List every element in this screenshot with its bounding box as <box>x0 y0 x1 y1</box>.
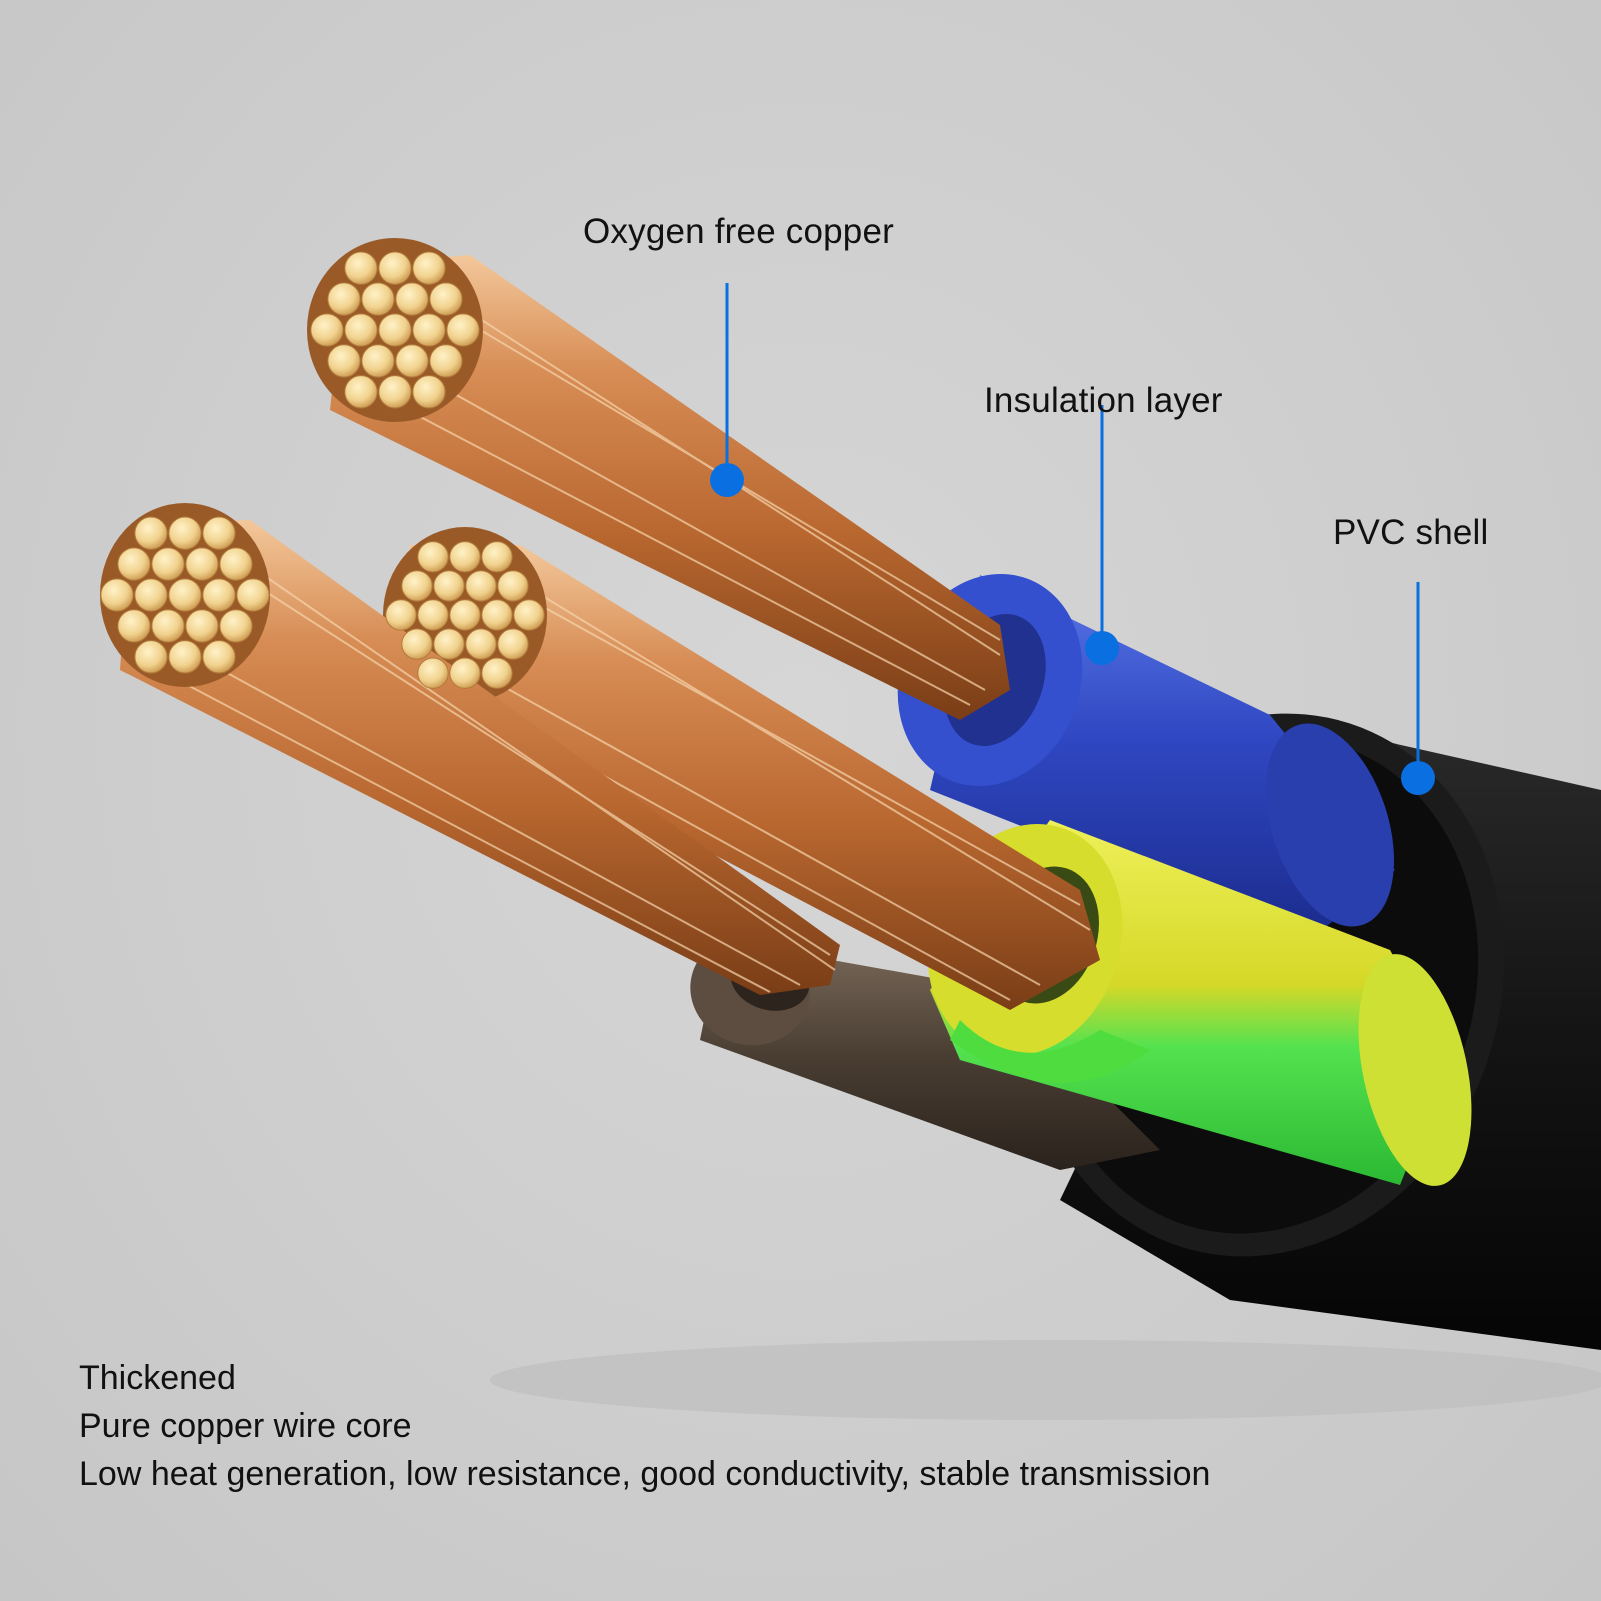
strand-end <box>417 599 449 631</box>
strand-end <box>429 282 463 316</box>
strand-end <box>100 578 134 612</box>
strand-end <box>168 516 202 550</box>
strand-end <box>513 599 545 631</box>
strand-ends-left <box>100 516 270 674</box>
strand-end <box>429 344 463 378</box>
strand-end <box>310 313 344 347</box>
callout-insulation-layer <box>1085 405 1119 665</box>
strand-end <box>202 578 236 612</box>
strand-end <box>481 657 513 689</box>
strand-end <box>327 344 361 378</box>
strand-end <box>433 628 465 660</box>
strand-ends-top <box>310 251 480 409</box>
strand-end <box>417 657 449 689</box>
callout-oxygen-free-copper <box>710 283 744 497</box>
strand-end <box>344 375 378 409</box>
strand-end <box>134 516 168 550</box>
strand-end <box>185 609 219 643</box>
strand-end <box>344 251 378 285</box>
caption-line-2: Pure copper wire core <box>79 1407 412 1445</box>
label-pvc-shell: PVC shell <box>1333 513 1489 552</box>
strand-end <box>185 547 219 581</box>
strand-end <box>202 640 236 674</box>
strand-end <box>449 599 481 631</box>
strand-end <box>236 578 270 612</box>
feature-caption: Thickened Pure copper wire core Low heat… <box>79 1354 1529 1498</box>
strand-end <box>151 609 185 643</box>
strand-end <box>412 251 446 285</box>
strand-end <box>168 640 202 674</box>
strand-end <box>481 599 513 631</box>
strand-end <box>151 547 185 581</box>
strand-end <box>344 313 378 347</box>
strand-ends-middle <box>385 541 545 689</box>
strand-end <box>219 547 253 581</box>
strand-end <box>219 609 253 643</box>
strand-end <box>412 375 446 409</box>
strand-end <box>417 541 449 573</box>
strand-end <box>497 628 529 660</box>
strand-end <box>385 599 417 631</box>
strand-end <box>465 570 497 602</box>
caption-line-3: Low heat generation, low resistance, goo… <box>79 1455 1211 1493</box>
strand-end <box>433 570 465 602</box>
strand-end <box>202 516 236 550</box>
strand-end <box>449 657 481 689</box>
strand-end <box>361 282 395 316</box>
callout-pvc-shell <box>1401 582 1435 795</box>
strand-end <box>327 282 361 316</box>
strand-end <box>134 640 168 674</box>
strand-end <box>401 570 433 602</box>
strand-end <box>378 375 412 409</box>
strand-end <box>497 570 529 602</box>
strand-end <box>378 313 412 347</box>
strand-end <box>134 578 168 612</box>
strand-end <box>395 344 429 378</box>
strand-end <box>449 541 481 573</box>
label-oxygen-free-copper: Oxygen free copper <box>583 212 894 251</box>
strand-end <box>378 251 412 285</box>
strand-end <box>465 628 497 660</box>
strand-end <box>168 578 202 612</box>
strand-end <box>412 313 446 347</box>
strand-end <box>117 609 151 643</box>
strand-end <box>481 541 513 573</box>
strand-end <box>401 628 433 660</box>
caption-line-1: Thickened <box>79 1359 236 1397</box>
strand-end <box>117 547 151 581</box>
strand-end <box>395 282 429 316</box>
copper-conductor-left <box>100 503 840 995</box>
strand-end <box>446 313 480 347</box>
strand-end <box>361 344 395 378</box>
label-insulation-layer: Insulation layer <box>984 381 1223 420</box>
